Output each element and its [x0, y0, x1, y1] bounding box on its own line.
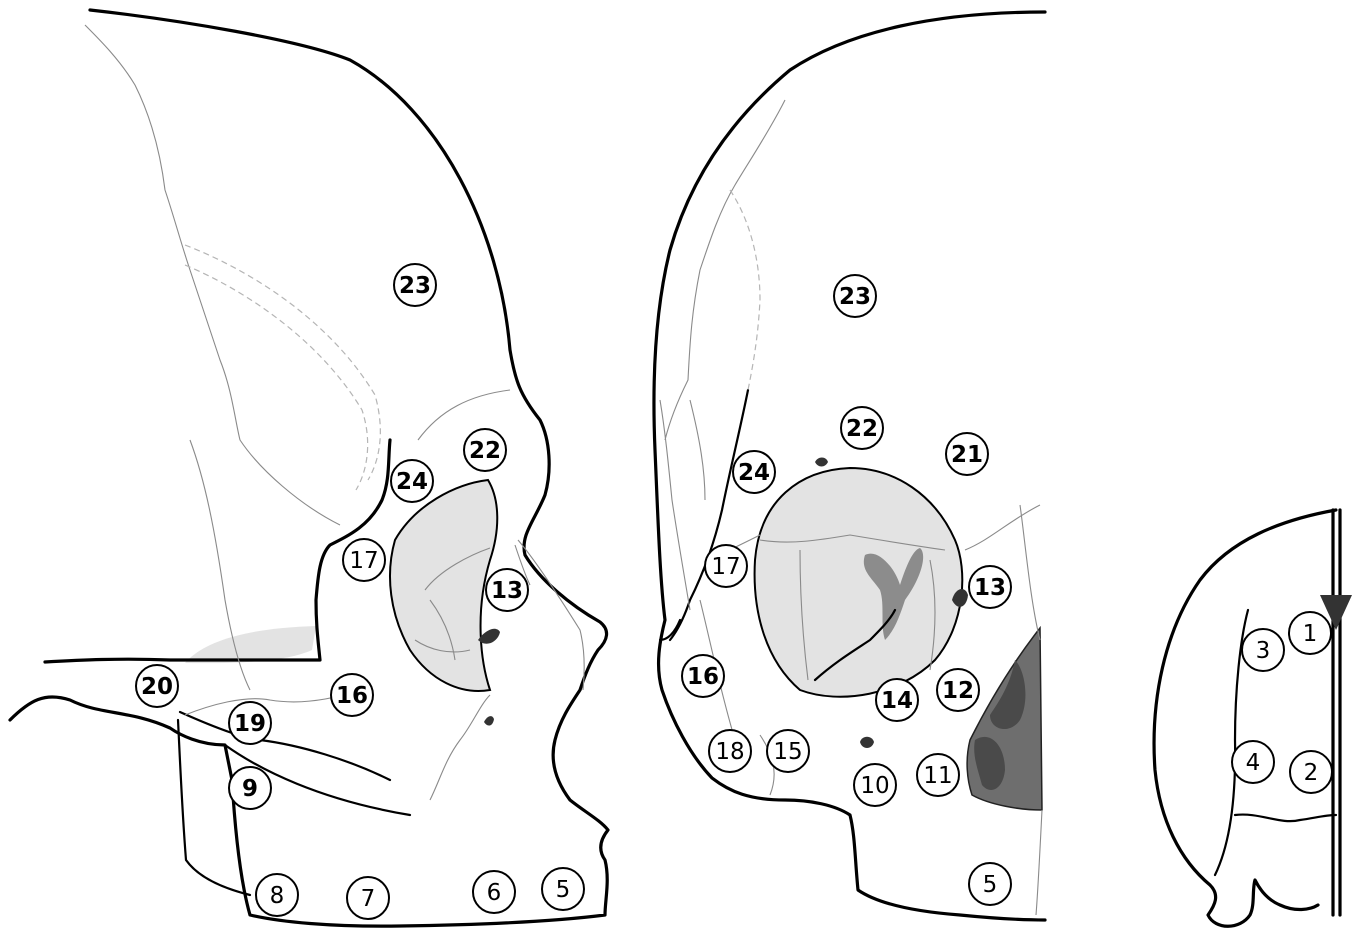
region-marker-frontal-17: 17 [705, 545, 747, 587]
region-marker-lateral-6: 6 [473, 871, 515, 913]
marker-label: 16 [687, 664, 719, 690]
marker-label: 21 [951, 442, 983, 468]
marker-label: 19 [234, 711, 266, 737]
lateral-lower-arch [180, 712, 390, 780]
marker-label: 22 [469, 438, 501, 464]
marker-label: 8 [270, 883, 285, 909]
lateral-orbit [390, 480, 497, 691]
marker-label: 5 [556, 877, 571, 903]
marker-label: 24 [738, 460, 770, 486]
lateral-nasal-suture [515, 540, 584, 690]
frontal-temporal-dashed [730, 190, 760, 390]
marker-label: 17 [711, 554, 740, 580]
region-marker-profile-2: 2 [1290, 751, 1332, 793]
marker-label: 16 [336, 683, 368, 709]
profile-view [1154, 510, 1352, 926]
marker-label: 13 [491, 578, 523, 604]
region-marker-lateral-23: 23 [394, 264, 436, 306]
region-marker-frontal-21: 21 [946, 433, 988, 475]
marker-label: 4 [1246, 750, 1261, 776]
marker-label: 13 [974, 575, 1006, 601]
region-marker-profile-4: 4 [1232, 741, 1274, 783]
marker-label: 20 [141, 674, 173, 700]
profile-midline-rod [1333, 510, 1340, 915]
region-marker-frontal-18: 18 [709, 730, 751, 772]
marker-label: 24 [396, 469, 428, 495]
marker-label: 5 [983, 872, 998, 898]
marker-label: 14 [881, 688, 913, 714]
marker-label: 22 [846, 416, 878, 442]
frontal-zygomaticofacial-foramen [860, 737, 874, 748]
region-marker-lateral-13: 13 [486, 569, 528, 611]
region-marker-lateral-22: 22 [464, 429, 506, 471]
region-marker-profile-1: 1 [1289, 612, 1331, 654]
lateral-temporal-dashed-lower [185, 265, 368, 490]
region-marker-lateral-8: 8 [256, 874, 298, 916]
lateral-temporal-dashed-upper [185, 245, 380, 480]
region-marker-frontal-15: 15 [767, 730, 809, 772]
region-marker-frontal-5: 5 [969, 863, 1011, 905]
region-marker-lateral-17: 17 [343, 539, 385, 581]
marker-label: 6 [487, 880, 502, 906]
marker-label: 12 [942, 678, 974, 704]
region-marker-lateral-9: 9 [229, 767, 271, 809]
marker-label: 23 [839, 284, 871, 310]
lateral-zygomatic-shade [185, 626, 316, 663]
region-marker-frontal-13: 13 [969, 566, 1011, 608]
region-marker-lateral-7: 7 [347, 877, 389, 919]
marker-label: 3 [1256, 638, 1271, 664]
region-marker-frontal-23: 23 [834, 275, 876, 317]
marker-label: 17 [349, 548, 378, 574]
lateral-coronal-suture [85, 25, 340, 690]
marker-label: 9 [242, 776, 258, 802]
region-marker-lateral-20: 20 [136, 665, 178, 707]
region-marker-lateral-16: 16 [331, 674, 373, 716]
profile-outline [1154, 510, 1336, 926]
region-marker-frontal-10: 10 [854, 764, 896, 806]
lateral-view [10, 10, 608, 926]
marker-label: 2 [1304, 760, 1319, 786]
region-marker-frontal-16: 16 [682, 655, 724, 697]
region-marker-frontal-22: 22 [841, 407, 883, 449]
marker-label: 18 [715, 739, 744, 765]
frontal-temporal-line [670, 390, 748, 640]
frontal-supraorbital-notch [815, 458, 828, 467]
region-marker-frontal-14: 14 [876, 679, 918, 721]
region-marker-frontal-11: 11 [917, 754, 959, 796]
marker-label: 1 [1303, 621, 1318, 647]
region-marker-profile-3: 3 [1242, 629, 1284, 671]
region-marker-frontal-24: 24 [733, 451, 775, 493]
marker-label: 7 [361, 886, 376, 912]
lateral-mental-foramen [484, 716, 494, 725]
frontal-view [654, 12, 1045, 920]
marker-label: 10 [860, 773, 889, 799]
marker-label: 15 [773, 739, 802, 765]
region-marker-frontal-12: 12 [937, 669, 979, 711]
region-marker-lateral-24: 24 [391, 460, 433, 502]
region-marker-lateral-19: 19 [229, 702, 271, 744]
region-marker-lateral-5: 5 [542, 868, 584, 910]
marker-label: 11 [923, 763, 952, 789]
marker-label: 23 [399, 273, 431, 299]
